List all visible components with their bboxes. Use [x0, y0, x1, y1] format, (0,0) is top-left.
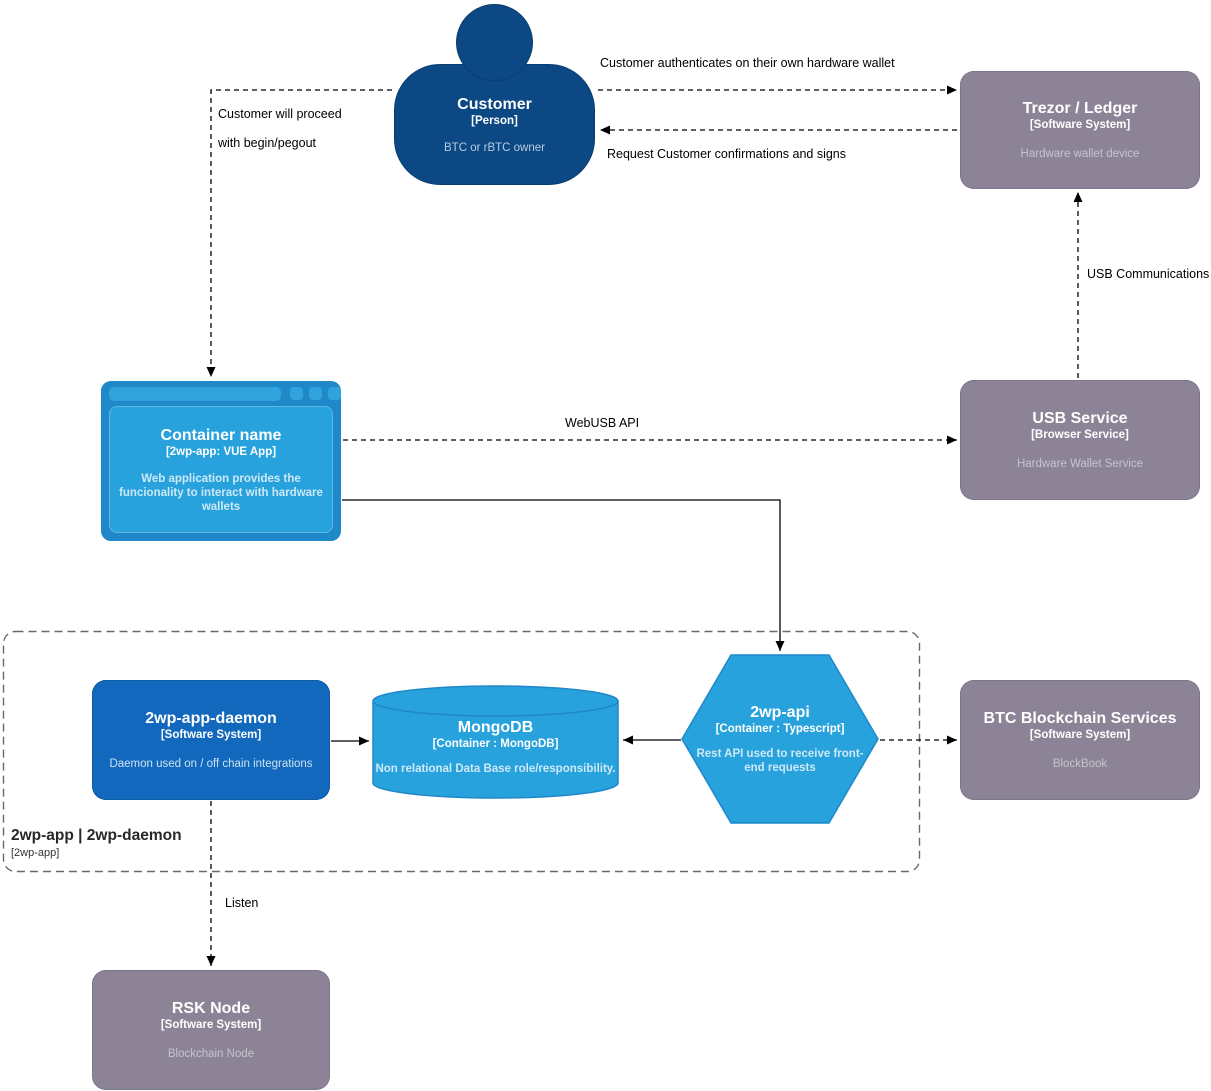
node-daemon: 2wp-app-daemon [Software System] Daemon … [92, 680, 330, 800]
person-head-icon [456, 4, 533, 81]
node-api: 2wp-api [Container : Typescript] Rest AP… [690, 680, 870, 798]
web-container-content: Container name [2wp-app: VUE App] Web ap… [109, 406, 333, 533]
node-description: Web application provides the funcionalit… [119, 472, 323, 513]
browser-address-bar-icon [109, 387, 281, 401]
node-web-container: Container name [2wp-app: VUE App] Web ap… [101, 381, 341, 541]
node-description: Blockchain Node [167, 1048, 255, 1060]
node-btc-blockchain-services: BTC Blockchain Services [Software System… [960, 680, 1200, 800]
edge-label-proceed-line1: Customer will proceed [218, 107, 342, 121]
node-title: Container name [160, 426, 282, 444]
browser-button-icon [290, 387, 303, 400]
node-subtitle: [Container : MongoDB] [432, 738, 559, 750]
mongodb-cylinder-top [372, 685, 619, 717]
edge-label-proceed-line2: with begin/pegout [218, 136, 316, 150]
browser-button-icon [328, 387, 341, 400]
browser-button-icon [309, 387, 322, 400]
node-description: BlockBook [1052, 758, 1108, 770]
node-title: Trezor / Ledger [1022, 100, 1138, 117]
node-customer: Customer [Person] BTC or rBTC owner [394, 64, 595, 185]
node-subtitle: [Person] [471, 114, 518, 127]
node-description: Rest API used to receive front-end reque… [696, 748, 864, 774]
node-description: Hardware wallet device [1020, 148, 1140, 160]
node-subtitle: [Software System] [160, 729, 262, 741]
edge-customer-container [206, 89, 392, 377]
boundary-title: 2wp-app | 2wp-daemon [11, 827, 182, 844]
boundary-2wp-app [2, 630, 921, 873]
node-trezor-ledger: Trezor / Ledger [Software System] Hardwa… [960, 71, 1200, 189]
node-title: USB Service [1032, 410, 1128, 427]
node-subtitle: [Software System] [1029, 119, 1131, 131]
api-hexagon [681, 654, 879, 824]
node-title: 2wp-app-daemon [145, 710, 277, 727]
node-title: Customer [457, 95, 532, 113]
node-title: MongoDB [457, 719, 534, 736]
edge-label-confirmations: Request Customer confirmations and signs [607, 147, 847, 161]
node-title: BTC Blockchain Services [983, 710, 1177, 727]
node-subtitle: [2wp-app: VUE App] [165, 445, 277, 458]
node-title: 2wp-api [750, 704, 810, 721]
node-usb-service: USB Service [Browser Service] Hardware W… [960, 380, 1200, 500]
edge-container-api [342, 499, 785, 651]
node-description: Daemon used on / off chain integrations [109, 758, 313, 770]
node-mongodb: MongoDB [Container : MongoDB] Non relati… [373, 704, 618, 790]
edge-label-authenticate: Customer authenticates on their own hard… [600, 56, 895, 70]
edge-label-usb-communications: USB Communications [1087, 267, 1210, 281]
node-title: RSK Node [171, 1000, 251, 1017]
node-subtitle: [Software System] [160, 1019, 262, 1031]
node-subtitle: [Browser Service] [1031, 429, 1129, 441]
node-rsk-node: RSK Node [Software System] Blockchain No… [92, 970, 330, 1090]
boundary-subtitle: [2wp-app] [11, 847, 60, 859]
edge-label-webusb-api: WebUSB API [565, 416, 640, 430]
mongodb-cylinder-body [372, 701, 619, 799]
node-description: Hardware Wallet Service [1016, 458, 1144, 470]
edge-label-listen: Listen [225, 896, 259, 910]
node-subtitle: [Container : Typescript] [715, 723, 845, 735]
node-subtitle: [Software System] [1029, 729, 1131, 741]
node-description: BTC or rBTC owner [444, 141, 545, 154]
node-description: Non relational Data Base role/responsibi… [375, 763, 616, 775]
